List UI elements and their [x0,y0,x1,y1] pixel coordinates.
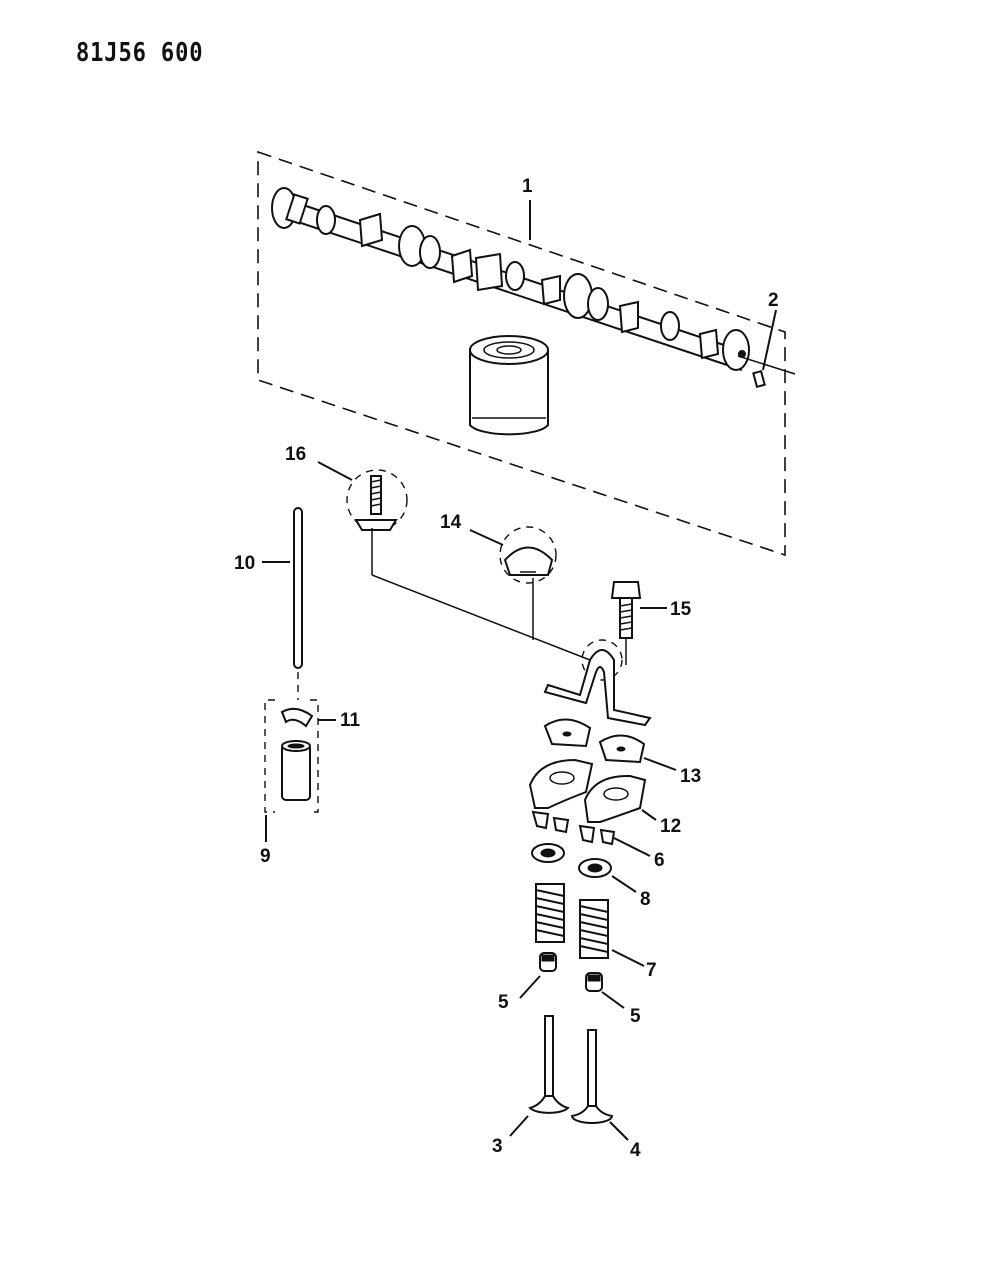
camshaft-kit-boundary [257,150,786,557]
callout-6: 6 [654,850,665,871]
leader-12 [641,809,657,821]
detail-connector-lines [371,528,591,661]
rocker-arms [528,758,647,823]
callout-13: 13 [680,766,701,787]
valve-keepers [531,810,616,846]
lifter-assembly [264,699,319,813]
intake-valve [528,1015,570,1114]
leader-4 [609,1121,629,1141]
callout-3: 3 [492,1136,503,1157]
callout-2: 2 [768,290,779,311]
bolt [610,581,642,665]
document-id: 81J56 600 [76,38,204,68]
spring-retainers [531,843,612,878]
rocker-pivots [543,718,646,764]
leader-2 [762,309,777,371]
leader-5b [601,991,625,1009]
callout-14: 14 [440,512,462,533]
callout-4: 4 [630,1140,641,1161]
sealant-can [469,335,549,436]
callout-15: 15 [670,599,692,620]
exhaust-valve [570,1029,614,1124]
stud-detail [346,469,408,531]
leader-6 [613,837,651,857]
callout-1: 1 [522,176,533,197]
pivot-detail [499,526,557,584]
leader-7 [611,949,645,967]
leader-16 [317,461,353,481]
callout-8: 8 [640,889,651,910]
valve-springs [535,883,609,959]
rocker-bridge [543,639,652,727]
callout-11: 11 [340,710,361,731]
callout-5a: 5 [498,992,509,1013]
push-rod [293,507,303,669]
callout-10: 10 [234,553,255,574]
callout-12: 12 [660,816,681,837]
valve-seals [539,952,603,992]
leader-14 [469,529,504,546]
callout-7: 7 [646,960,657,981]
leader-8 [611,875,637,893]
leader-3 [509,1115,529,1137]
callout-9: 9 [260,846,271,867]
dowel-pin [737,355,796,389]
leader-5a [519,975,541,999]
callout-5b: 5 [630,1006,641,1027]
camshaft [271,187,750,371]
callout-16: 16 [285,444,306,465]
leader-13 [643,757,677,771]
